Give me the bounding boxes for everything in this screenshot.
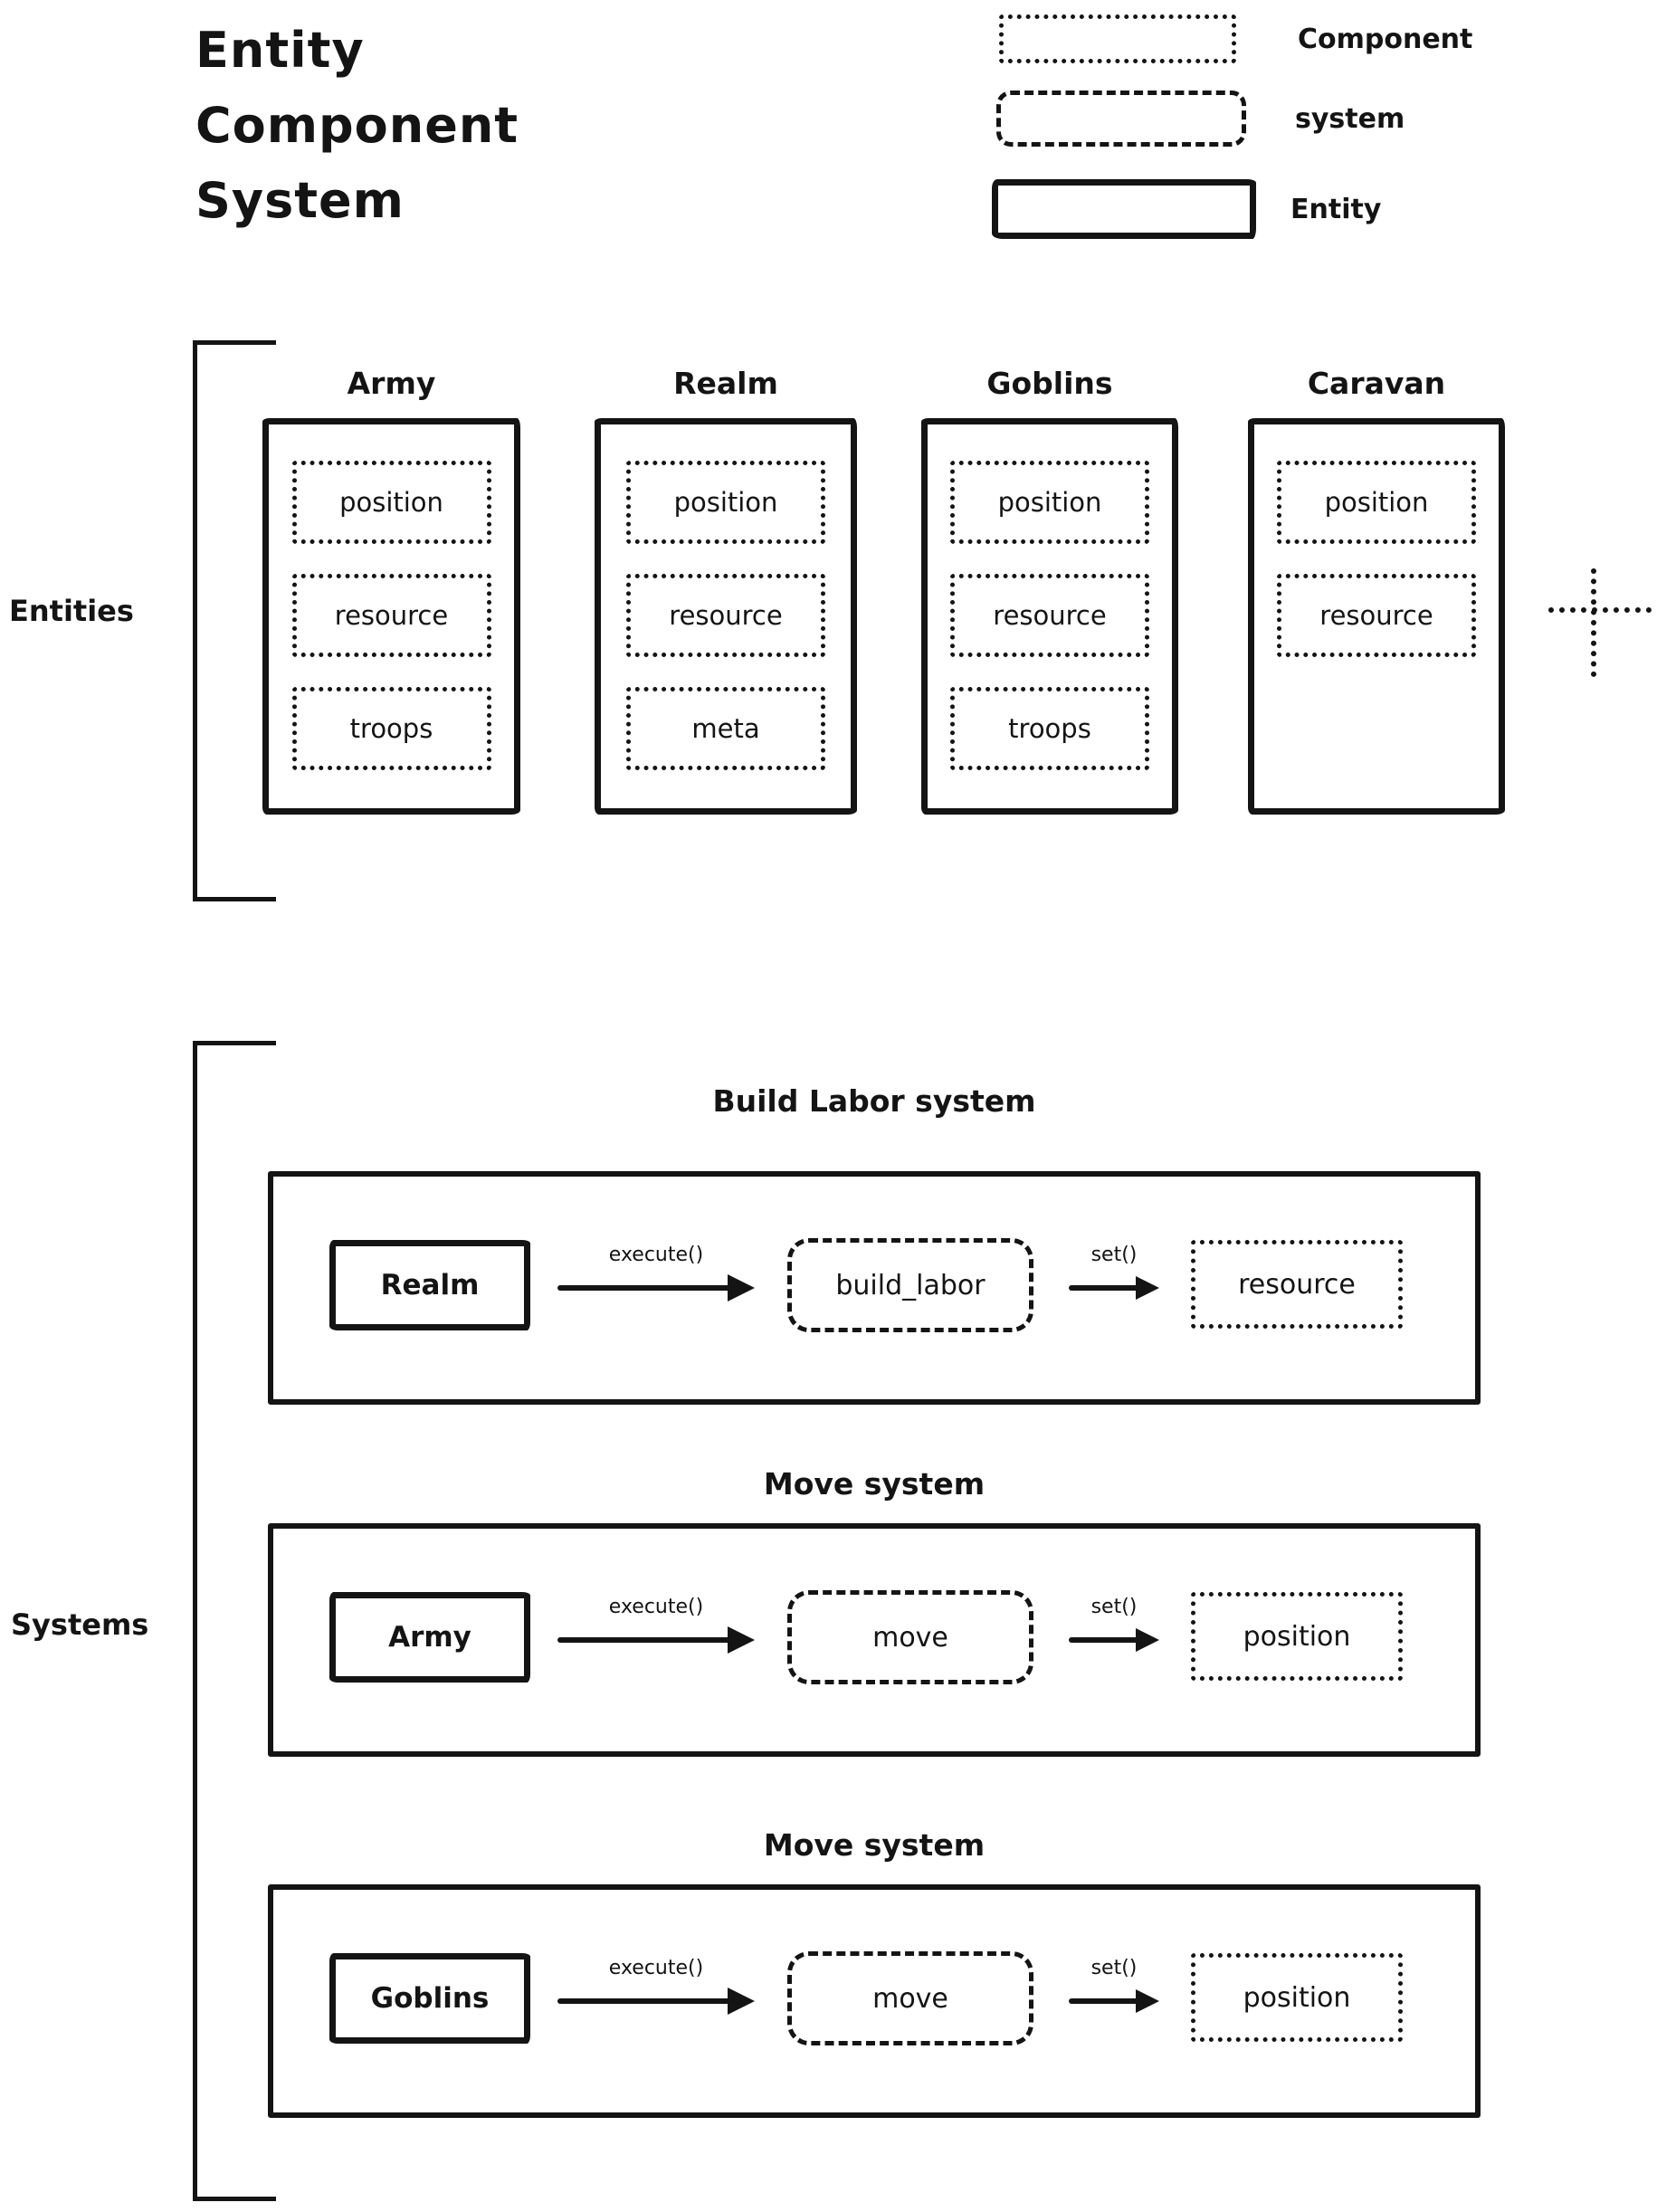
- entity-box: position resource: [1248, 418, 1505, 815]
- arrow-head: [1136, 1276, 1159, 1300]
- component-box: position: [950, 461, 1149, 544]
- system-swatch-icon: [996, 91, 1246, 147]
- component-swatch-icon: [999, 14, 1236, 63]
- entity-box: Goblins: [329, 1953, 530, 2044]
- component-box: position: [626, 461, 825, 544]
- component-box: resource: [1191, 1240, 1403, 1329]
- entity-goblins: Goblins position resource troops: [921, 364, 1178, 815]
- component-box: position: [1191, 1953, 1403, 2042]
- component-box: resource: [291, 574, 491, 657]
- arrow-right-icon: [1069, 1274, 1159, 1301]
- legend-label: Entity: [1290, 193, 1382, 225]
- system-move-goblins: Move system Goblins execute() move set()…: [268, 1825, 1481, 2118]
- systems-bracket: [193, 1041, 276, 2201]
- execute-label: execute(): [608, 1244, 704, 1266]
- component-box: resource: [1277, 574, 1476, 657]
- component-box: troops: [291, 687, 491, 770]
- execute-arrow-group: execute(): [557, 1596, 755, 1654]
- legend-label: Component: [1298, 23, 1473, 55]
- plus-icon-horizontal: [1548, 607, 1652, 613]
- arrow-head: [728, 1274, 755, 1301]
- legend: Component system Entity: [992, 14, 1506, 241]
- system-function-box: move: [787, 1951, 1033, 2045]
- page-title-line: System: [195, 172, 405, 229]
- arrow-shaft: [557, 1285, 737, 1291]
- entity-realm: Realm position resource meta: [595, 364, 857, 815]
- execute-label: execute(): [608, 1596, 704, 1618]
- entity-name: Goblins: [986, 366, 1113, 401]
- arrow-head: [728, 1988, 755, 2015]
- arrow-shaft: [557, 1998, 737, 2004]
- entity-box: Realm: [329, 1240, 530, 1330]
- set-arrow-group: set(): [1069, 1596, 1159, 1654]
- arrow-shaft: [1069, 1998, 1141, 2004]
- entity-name: Caravan: [1307, 366, 1446, 401]
- system-build-labor: Build Labor system Realm execute() build…: [268, 1081, 1481, 1405]
- component-box: position: [1277, 461, 1476, 544]
- component-box: meta: [626, 687, 825, 770]
- set-arrow-group: set(): [1069, 1244, 1159, 1301]
- entity-name: Realm: [673, 366, 778, 401]
- arrow-right-icon: [1069, 1988, 1159, 2015]
- page-title: Entity Component System: [195, 13, 519, 238]
- arrow-right-icon: [557, 1274, 755, 1301]
- legend-row-component: Component: [999, 14, 1506, 63]
- legend-row-entity: Entity: [992, 179, 1499, 239]
- arrow-head: [1136, 1989, 1159, 2013]
- set-label: set(): [1090, 1244, 1138, 1266]
- entity-army: Army position resource troops: [262, 364, 520, 815]
- component-box: resource: [626, 574, 825, 657]
- execute-arrow-group: execute(): [557, 1244, 755, 1301]
- execute-arrow-group: execute(): [557, 1957, 755, 2015]
- arrow-right-icon: [557, 1626, 755, 1654]
- page-title-line: Entity: [195, 22, 365, 79]
- set-label: set(): [1090, 1957, 1138, 1979]
- system-title: Move system: [763, 1466, 986, 1502]
- page-title-line: Component: [195, 97, 519, 154]
- entity-swatch-icon: [992, 179, 1256, 239]
- legend-row-system: system: [996, 91, 1503, 147]
- entities-bracket: [193, 340, 276, 901]
- entity-box: position resource troops: [921, 418, 1178, 815]
- system-title: Build Labor system: [712, 1083, 1036, 1119]
- system-function-box: move: [787, 1590, 1033, 1684]
- entity-caravan: Caravan position resource: [1248, 364, 1505, 815]
- entities-section-label: Entities: [9, 594, 134, 628]
- system-outer-box: Realm execute() build_labor set() resour…: [268, 1171, 1481, 1405]
- systems-section-label: Systems: [11, 1607, 149, 1642]
- system-move-army: Move system Army execute() move set() po…: [268, 1464, 1481, 1757]
- system-outer-box: Goblins execute() move set() position: [268, 1884, 1481, 2118]
- arrow-head: [1136, 1628, 1159, 1652]
- entity-box: Army: [329, 1592, 530, 1683]
- set-arrow-group: set(): [1069, 1957, 1159, 2015]
- component-box: position: [1191, 1592, 1403, 1681]
- arrow-right-icon: [557, 1988, 755, 2015]
- entity-name: Army: [347, 366, 436, 401]
- system-title: Move system: [763, 1827, 986, 1863]
- legend-label: system: [1295, 102, 1405, 135]
- system-function-box: build_labor: [787, 1238, 1033, 1332]
- arrow-head: [728, 1626, 755, 1654]
- entity-box: position resource troops: [262, 418, 520, 815]
- plus-icon-vertical: [1591, 568, 1596, 677]
- arrow-right-icon: [1069, 1626, 1159, 1654]
- set-label: set(): [1090, 1596, 1138, 1618]
- system-outer-box: Army execute() move set() position: [268, 1523, 1481, 1757]
- component-box: resource: [950, 574, 1149, 657]
- entity-box: position resource meta: [595, 418, 857, 815]
- component-box: troops: [950, 687, 1149, 770]
- component-box: position: [291, 461, 491, 544]
- arrow-shaft: [557, 1637, 737, 1643]
- arrow-shaft: [1069, 1637, 1141, 1643]
- arrow-shaft: [1069, 1285, 1141, 1291]
- execute-label: execute(): [608, 1957, 704, 1979]
